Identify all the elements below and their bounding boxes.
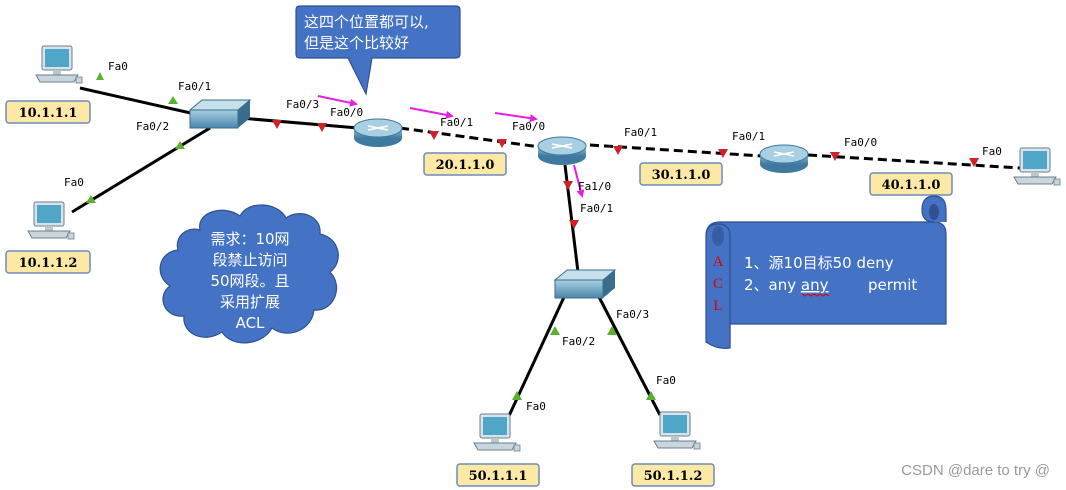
port-label: Fa0/1 <box>624 126 657 139</box>
svg-text:10.1.1.1: 10.1.1.1 <box>19 106 78 121</box>
link-down-marker <box>429 131 439 140</box>
acl-rule-1: 1、源10目标50 deny <box>744 254 894 272</box>
link-sw1-r1 <box>239 116 359 130</box>
pc-40-net-icon[interactable] <box>1013 147 1061 186</box>
acl-side-letter: C <box>713 276 723 292</box>
link-pc2-sw1 <box>71 126 211 214</box>
acl-scroll: A C L 1、源10目标50 deny 2、any any permit <box>705 195 947 349</box>
router-1-icon[interactable] <box>353 118 403 147</box>
svg-text:10.1.1.2: 10.1.1.2 <box>19 256 78 271</box>
link-up-marker <box>607 326 617 335</box>
link-r1-r2 <box>399 126 541 149</box>
link-up-marker <box>512 391 522 400</box>
port-labels: Fa0 Fa0/1 Fa0/2 Fa0 Fa0/3 Fa0/0 Fa0/1 Fa… <box>64 60 1002 413</box>
callout-line-2: 但是这个比较好 <box>304 34 409 52</box>
link-down-marker <box>563 181 573 190</box>
cloud-line: ACL <box>236 314 265 332</box>
cloud-line: 50网段。且 <box>210 272 289 290</box>
link-up-marker <box>168 96 178 104</box>
magenta-arrow <box>409 107 454 119</box>
magenta-arrow <box>494 112 538 123</box>
port-label: Fa0 <box>108 60 128 73</box>
host-ip-label-50-1-1-2: 50.1.1.2 <box>631 463 715 487</box>
svg-text:30.1.1.0: 30.1.1.0 <box>652 168 711 183</box>
callout-line-1: 这四个位置都可以, <box>304 13 429 31</box>
link-down-marker <box>569 220 579 229</box>
switch-1-icon[interactable] <box>188 99 252 129</box>
port-label: Fa0 <box>526 400 546 413</box>
subnet-label-30: 30.1.1.0 <box>639 162 723 186</box>
svg-text:50.1.1.1: 50.1.1.1 <box>469 469 528 484</box>
pc-50-1-1-1-icon[interactable] <box>473 413 521 452</box>
port-label: Fa0/0 <box>512 120 545 133</box>
link-up-marker <box>96 72 104 80</box>
port-label: Fa0/3 <box>616 308 649 321</box>
cloud-line: 采用扩展 <box>220 293 280 311</box>
link-down-marker <box>830 152 840 161</box>
subnet-label-20: 20.1.1.0 <box>423 152 507 176</box>
link-r3-pc5 <box>807 153 1021 170</box>
link-down-marker <box>317 123 327 132</box>
port-label: Fa0/1 <box>732 130 765 143</box>
host-ip-label-50-1-1-1: 50.1.1.1 <box>456 463 540 487</box>
host-ip-label-10-1-1-2: 10.1.1.2 <box>5 250 91 274</box>
pc-50-1-1-2-icon[interactable] <box>653 411 701 450</box>
port-label: Fa0/0 <box>330 106 363 119</box>
link-down-marker <box>969 158 979 167</box>
link-down-marker <box>497 139 507 148</box>
pc-10-1-1-1-icon[interactable] <box>35 45 83 84</box>
host-ip-label-10-1-1-1: 10.1.1.1 <box>5 100 91 124</box>
switch-2-icon[interactable] <box>553 269 617 299</box>
port-label: Fa0 <box>64 176 84 189</box>
port-label: Fa0/3 <box>286 98 319 111</box>
link-up-marker <box>175 141 185 149</box>
svg-text:40.1.1.0: 40.1.1.0 <box>882 178 941 193</box>
link-pc1-sw1 <box>79 86 196 116</box>
port-label: Fa0/1 <box>580 202 613 215</box>
svg-text:20.1.1.0: 20.1.1.0 <box>436 158 495 173</box>
port-label: Fa0/2 <box>562 335 595 348</box>
link-up-marker <box>550 326 560 335</box>
port-label: Fa0 <box>982 145 1002 158</box>
candidate-position-arrows <box>317 95 585 198</box>
router-2-icon[interactable] <box>537 136 587 165</box>
pc-10-1-1-2-icon[interactable] <box>27 201 75 240</box>
acl-side-letter: L <box>713 298 722 314</box>
port-label: Fa0 <box>656 374 676 387</box>
link-down-marker <box>718 149 728 158</box>
link-up-marker <box>86 195 96 203</box>
port-label: Fa0/1 <box>178 80 211 93</box>
requirement-cloud: 需求：10网 段禁止访问 50网段。且 采用扩展 ACL <box>159 204 339 344</box>
spellcheck-squiggle <box>801 293 830 297</box>
link-status-markers <box>86 72 979 400</box>
cloud-line: 段禁止访问 <box>212 251 287 269</box>
router-3-icon[interactable] <box>759 144 809 173</box>
callout-note: 这四个位置都可以, 但是这个比较好 <box>295 5 461 96</box>
magenta-arrow <box>573 164 585 198</box>
subnet-label-40: 40.1.1.0 <box>869 172 953 196</box>
cloud-line: 需求：10网 <box>210 230 289 248</box>
link-up-marker <box>646 391 656 400</box>
port-label: Fa1/0 <box>578 180 611 193</box>
port-label: Fa0/0 <box>844 136 877 149</box>
acl-rule-2-underlined: any <box>801 276 829 294</box>
watermark: CSDN @dare to try @ <box>901 462 1050 479</box>
link-down-marker <box>272 120 282 129</box>
acl-side-letter: A <box>713 254 724 270</box>
link-down-marker <box>613 146 623 155</box>
svg-text:50.1.1.2: 50.1.1.2 <box>644 469 703 484</box>
acl-rule-2-action: permit <box>868 276 917 294</box>
acl-rule-2: 2、any any <box>744 276 829 294</box>
port-label: Fa0/2 <box>136 120 169 133</box>
port-label: Fa0/1 <box>440 116 473 129</box>
magenta-arrow <box>317 95 358 107</box>
